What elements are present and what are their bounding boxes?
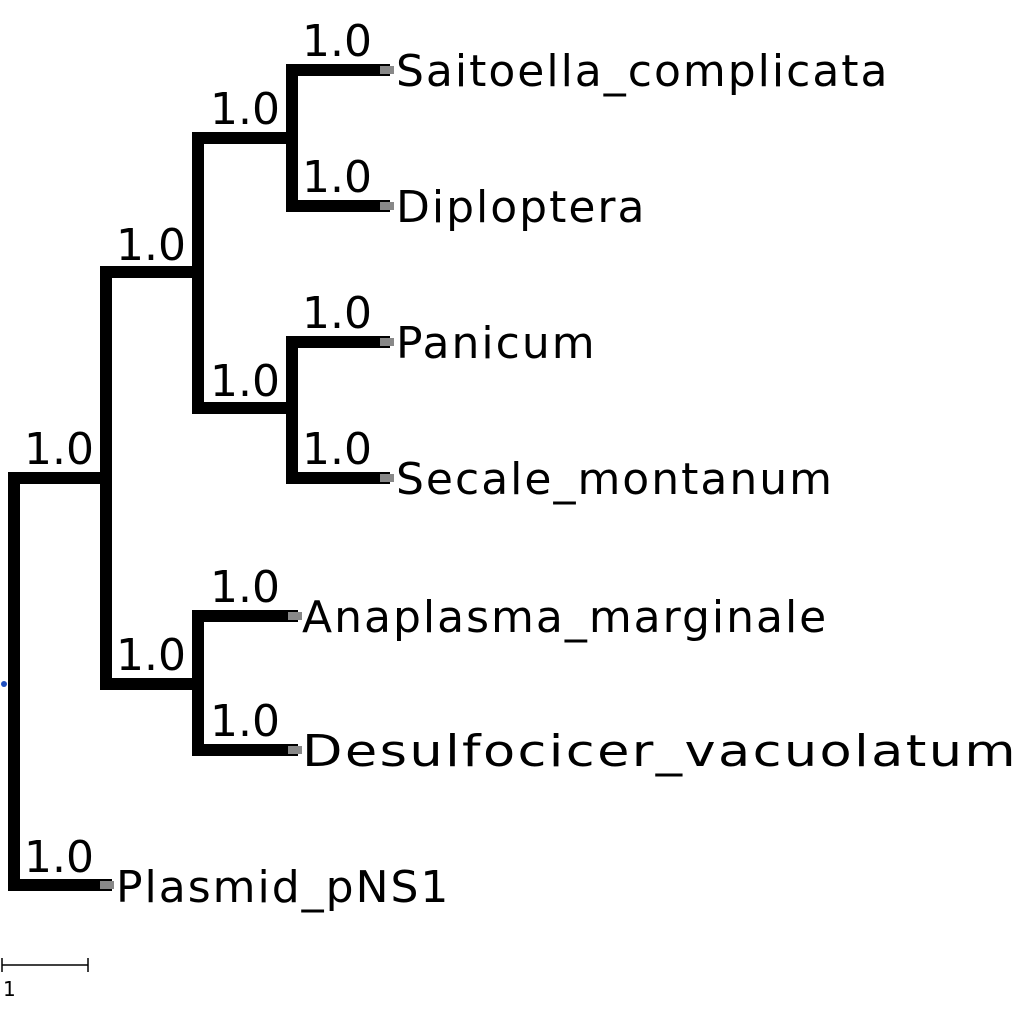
- leaf-label-panicum: Panicum: [396, 318, 597, 369]
- root-marker: [1, 681, 7, 687]
- scale-bar-label: 1: [3, 977, 16, 1001]
- leaf-label-desulfocicer: Desulfocicer_vacuolatum: [302, 726, 1018, 777]
- leaf-label-saitoella: Saitoella_complicata: [396, 46, 890, 97]
- leaf-label-diploptera: Diploptera: [396, 182, 646, 233]
- support-ingroup-four: 1.0: [116, 220, 186, 271]
- support-secale: 1.0: [302, 424, 372, 475]
- leaf-label-secale: Secale_montanum: [396, 454, 834, 505]
- support-panicum-secale: 1.0: [210, 356, 280, 407]
- support-anaplasma: 1.0: [210, 562, 280, 613]
- support-saitoella: 1.0: [302, 16, 372, 67]
- support-big-clade: 1.0: [24, 424, 94, 475]
- support-saitoella-diploptera: 1.0: [210, 84, 280, 135]
- leaf-label-plasmid: Plasmid_pNS1: [116, 862, 450, 913]
- support-panicum: 1.0: [302, 288, 372, 339]
- support-plasmid: 1.0: [24, 832, 94, 883]
- scale-bar: 1: [1, 958, 89, 1001]
- support-anaplasma-desulfocicer: 1.0: [116, 630, 186, 681]
- support-desulfocicer: 1.0: [210, 696, 280, 747]
- support-diploptera: 1.0: [302, 152, 372, 203]
- leaf-label-anaplasma: Anaplasma_marginale: [302, 592, 828, 643]
